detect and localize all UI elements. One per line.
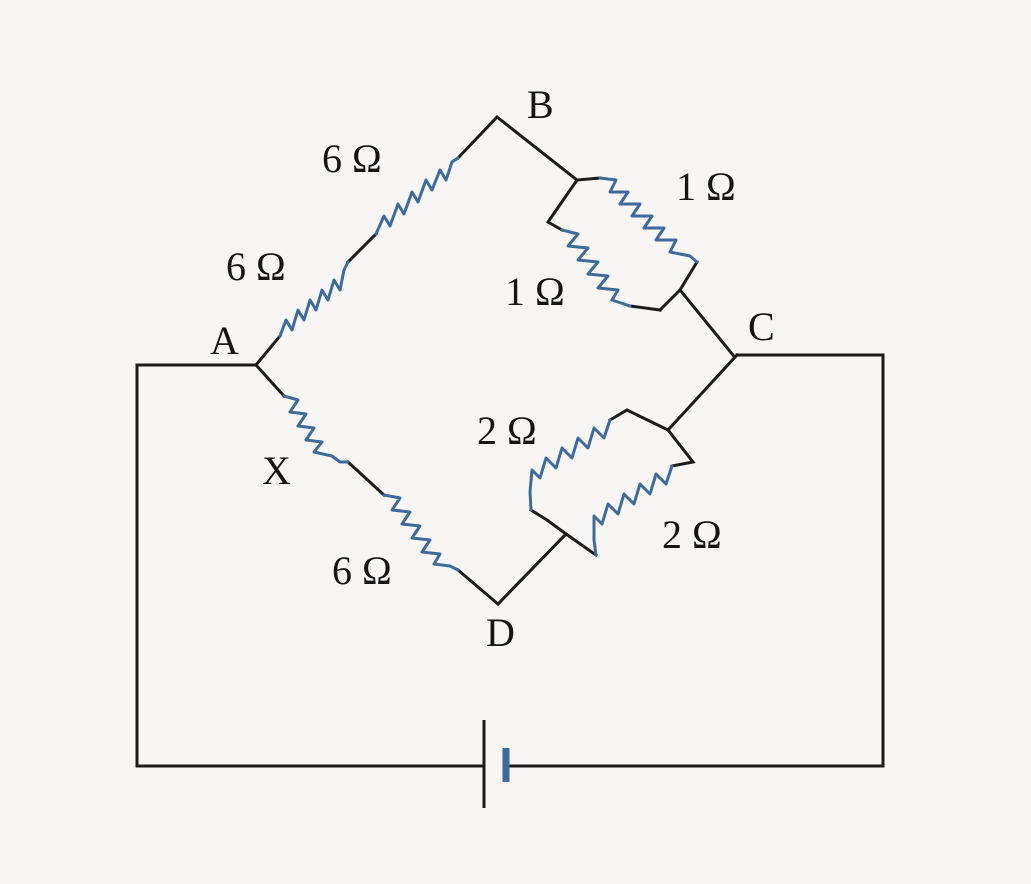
resistor-ab-lower — [278, 260, 350, 338]
wire-lower-resistor-to-d — [455, 567, 501, 607]
node-label-c: C — [748, 304, 775, 349]
label-ab-upper: 6 Ω — [322, 136, 382, 181]
node-labels: A B C D X — [210, 82, 775, 655]
resistor-bc-outer — [598, 176, 699, 264]
wires — [135, 114, 885, 768]
resistor-labels: 6 Ω 6 Ω 1 Ω 1 Ω 6 Ω 2 Ω 2 Ω — [226, 136, 736, 593]
wire-a-to-upper-resistor — [253, 333, 283, 368]
label-ad-lower: 6 Ω — [332, 548, 392, 593]
wire-bc-parallel-frame — [545, 176, 736, 358]
resistor-dc-inner — [528, 418, 612, 512]
label-ab-lower: 6 Ω — [226, 244, 286, 289]
node-label-a: A — [210, 318, 239, 363]
wire-between-lower-resistors — [345, 459, 387, 498]
label-dc-inner: 2 Ω — [477, 408, 537, 453]
wire-between-upper-resistors — [345, 231, 379, 265]
wire-upper-resistor-to-b — [455, 114, 580, 183]
battery-icon — [482, 720, 510, 808]
resistor-bc-inner — [560, 228, 632, 308]
resistor-dc-outer — [592, 464, 674, 557]
resistor-ab-upper — [374, 156, 460, 236]
node-label-d: D — [486, 610, 515, 655]
label-bc-outer: 1 Ω — [676, 164, 736, 209]
wire-a-to-lower-resistor — [253, 362, 287, 399]
label-bc-inner: 1 Ω — [505, 269, 565, 314]
wire-left-outer-loop — [135, 363, 486, 768]
resistor-ad-lower — [382, 493, 460, 572]
wire-dc-parallel-frame — [528, 408, 696, 558]
resistor-ad-upper — [282, 394, 350, 464]
resistors — [278, 156, 699, 572]
node-label-b: B — [527, 82, 554, 127]
wire-c-to-dc-parallel — [665, 352, 740, 433]
node-label-x: X — [262, 448, 291, 493]
wire-d-to-dc-parallel — [495, 531, 569, 607]
wire-c-outer-loop — [504, 353, 885, 768]
label-dc-outer: 2 Ω — [662, 512, 722, 557]
